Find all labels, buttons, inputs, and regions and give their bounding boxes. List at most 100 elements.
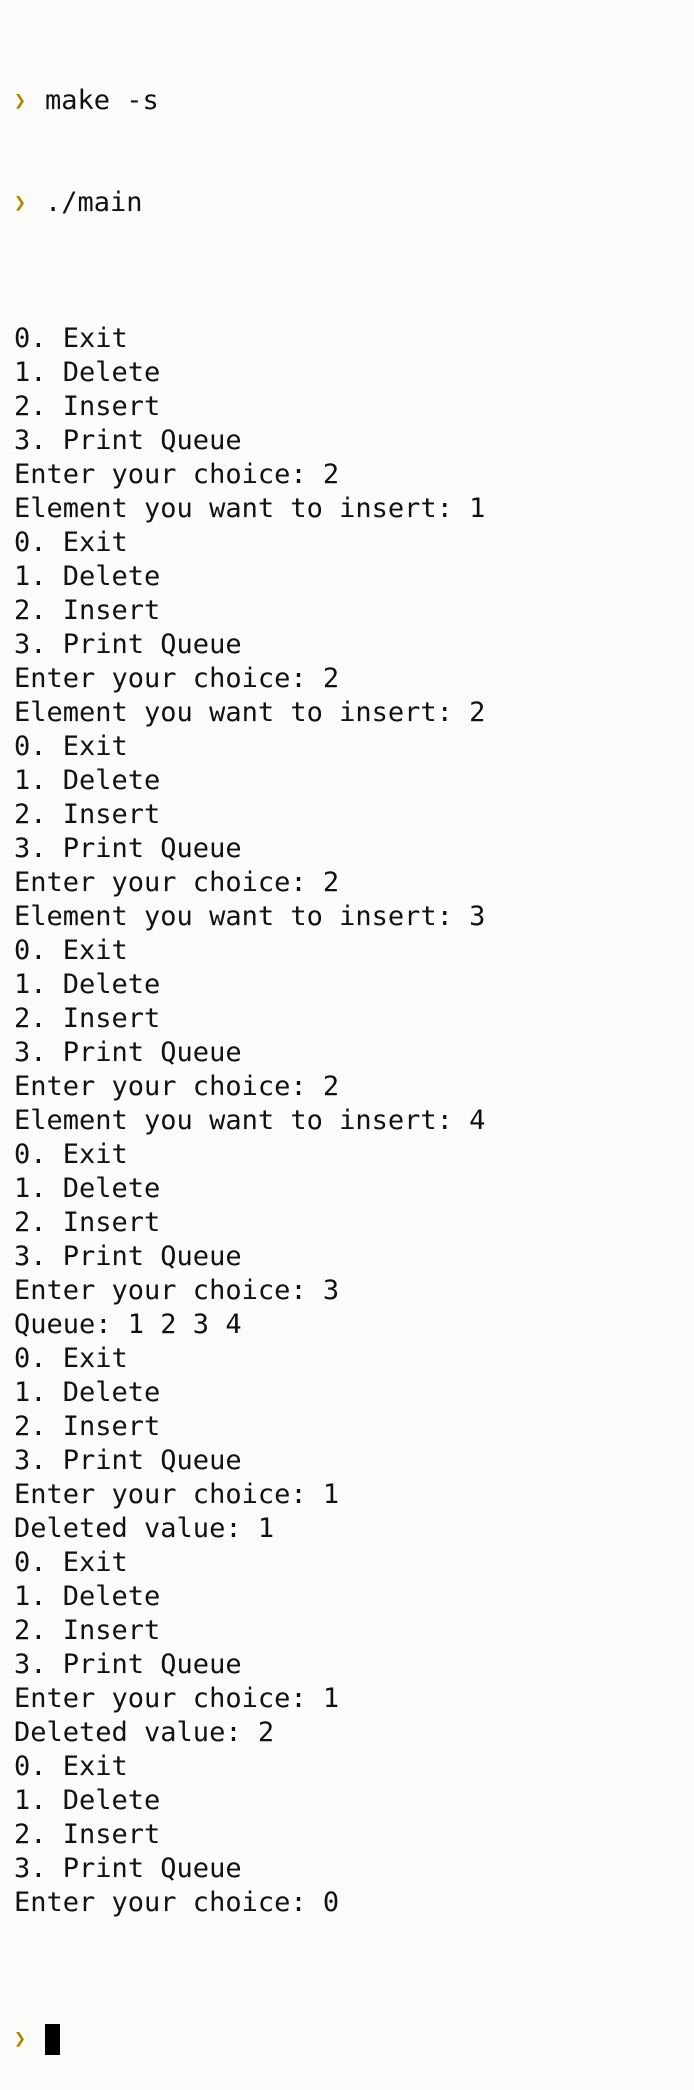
output-text: 1. Delete: [14, 1581, 161, 1612]
output-line: 0. Exit: [14, 526, 684, 560]
output-text: 1. Delete: [14, 1173, 161, 1204]
output-text: 3. Print Queue: [14, 1445, 242, 1476]
output-line: 3. Print Queue: [14, 1852, 684, 1886]
output-text: 0. Exit: [14, 731, 128, 762]
command-text: ./main: [45, 187, 143, 218]
prompt-chevron-icon: ❯: [14, 2026, 27, 2050]
output-line: 1. Delete: [14, 1172, 684, 1206]
output-text: Enter your choice: 2: [14, 459, 340, 490]
output-line: Enter your choice: 2: [14, 458, 684, 492]
active-prompt-line[interactable]: ❯: [14, 2022, 684, 2056]
output-line: 3. Print Queue: [14, 1648, 684, 1682]
output-line: Element you want to insert: 4: [14, 1104, 684, 1138]
output-text: Element you want to insert: 4: [14, 1105, 486, 1136]
output-line: 2. Insert: [14, 1002, 684, 1036]
output-text: Element you want to insert: 2: [14, 697, 486, 728]
output-line: 3. Print Queue: [14, 1036, 684, 1070]
output-text: Element you want to insert: 1: [14, 493, 486, 524]
output-line: 2. Insert: [14, 1614, 684, 1648]
output-text: Enter your choice: 1: [14, 1479, 340, 1510]
output-text: 0. Exit: [14, 1751, 128, 1782]
output-line: 3. Print Queue: [14, 424, 684, 458]
output-text: 2. Insert: [14, 1411, 161, 1442]
output-text: 1. Delete: [14, 1785, 161, 1816]
output-text: 1. Delete: [14, 357, 161, 388]
output-text: 3. Print Queue: [14, 833, 242, 864]
output-text: 3. Print Queue: [14, 1853, 242, 1884]
output-text: Enter your choice: 2: [14, 1071, 340, 1102]
output-text: Deleted value: 1: [14, 1513, 275, 1544]
output-text: 3. Print Queue: [14, 425, 242, 456]
output-line: 3. Print Queue: [14, 1444, 684, 1478]
output-text: 1. Delete: [14, 561, 161, 592]
output-line: 1. Delete: [14, 1376, 684, 1410]
output-line: 2. Insert: [14, 390, 684, 424]
output-line: 2. Insert: [14, 798, 684, 832]
output-line: Queue: 1 2 3 4: [14, 1308, 684, 1342]
output-text: Enter your choice: 3: [14, 1275, 340, 1306]
output-text: 3. Print Queue: [14, 1241, 242, 1272]
output-text: 2. Insert: [14, 1615, 161, 1646]
output-line: 2. Insert: [14, 594, 684, 628]
output-line: Enter your choice: 3: [14, 1274, 684, 1308]
output-line: 0. Exit: [14, 934, 684, 968]
output-text: 2. Insert: [14, 595, 161, 626]
output-line: Enter your choice: 2: [14, 1070, 684, 1104]
text-cursor[interactable]: [45, 2024, 60, 2055]
output-line: 3. Print Queue: [14, 628, 684, 662]
output-text: 3. Print Queue: [14, 629, 242, 660]
output-text: 0. Exit: [14, 1547, 128, 1578]
output-line: 0. Exit: [14, 1138, 684, 1172]
output-line: Enter your choice: 2: [14, 662, 684, 696]
output-text: 3. Print Queue: [14, 1649, 242, 1680]
output-line: 0. Exit: [14, 730, 684, 764]
output-text: 0. Exit: [14, 1139, 128, 1170]
output-line: Element you want to insert: 1: [14, 492, 684, 526]
output-line: 1. Delete: [14, 1580, 684, 1614]
command-line: ❯ make -s: [14, 84, 684, 118]
command-text: make -s: [45, 85, 159, 116]
output-text: 3. Print Queue: [14, 1037, 242, 1068]
output-line: Enter your choice: 0: [14, 1886, 684, 1920]
output-line: Element you want to insert: 2: [14, 696, 684, 730]
output-text: 2. Insert: [14, 799, 161, 830]
output-line: Enter your choice: 1: [14, 1682, 684, 1716]
output-text: Enter your choice: 1: [14, 1683, 340, 1714]
output-line: Enter your choice: 2: [14, 866, 684, 900]
output-text: 0. Exit: [14, 527, 128, 558]
output-text: Enter your choice: 0: [14, 1887, 340, 1918]
output-text: 2. Insert: [14, 1819, 161, 1850]
output-line: 2. Insert: [14, 1818, 684, 1852]
output-text: 0. Exit: [14, 323, 128, 354]
output-text: 0. Exit: [14, 1343, 128, 1374]
output-line: 3. Print Queue: [14, 1240, 684, 1274]
output-line: 1. Delete: [14, 968, 684, 1002]
output-text: 1. Delete: [14, 1377, 161, 1408]
output-line: 1. Delete: [14, 560, 684, 594]
prompt-chevron-icon: ❯: [14, 88, 27, 112]
output-text: Deleted value: 2: [14, 1717, 275, 1748]
output-line: 0. Exit: [14, 1750, 684, 1784]
output-text: 2. Insert: [14, 391, 161, 422]
output-text: 2. Insert: [14, 1003, 161, 1034]
output-line: 2. Insert: [14, 1410, 684, 1444]
output-text: Enter your choice: 2: [14, 867, 340, 898]
output-line: Deleted value: 2: [14, 1716, 684, 1750]
output-line: 1. Delete: [14, 764, 684, 798]
prompt-chevron-icon: ❯: [14, 190, 27, 214]
output-text: Element you want to insert: 3: [14, 901, 486, 932]
output-line: 3. Print Queue: [14, 832, 684, 866]
output-line: 0. Exit: [14, 1546, 684, 1580]
output-text: 1. Delete: [14, 765, 161, 796]
output-line: 0. Exit: [14, 1342, 684, 1376]
output-text: Queue: 1 2 3 4: [14, 1309, 242, 1340]
output-text: 2. Insert: [14, 1207, 161, 1238]
output-line: 2. Insert: [14, 1206, 684, 1240]
output-text: 1. Delete: [14, 969, 161, 1000]
output-text: 0. Exit: [14, 935, 128, 966]
output-line: 1. Delete: [14, 1784, 684, 1818]
output-line: Enter your choice: 1: [14, 1478, 684, 1512]
output-text: Enter your choice: 2: [14, 663, 340, 694]
